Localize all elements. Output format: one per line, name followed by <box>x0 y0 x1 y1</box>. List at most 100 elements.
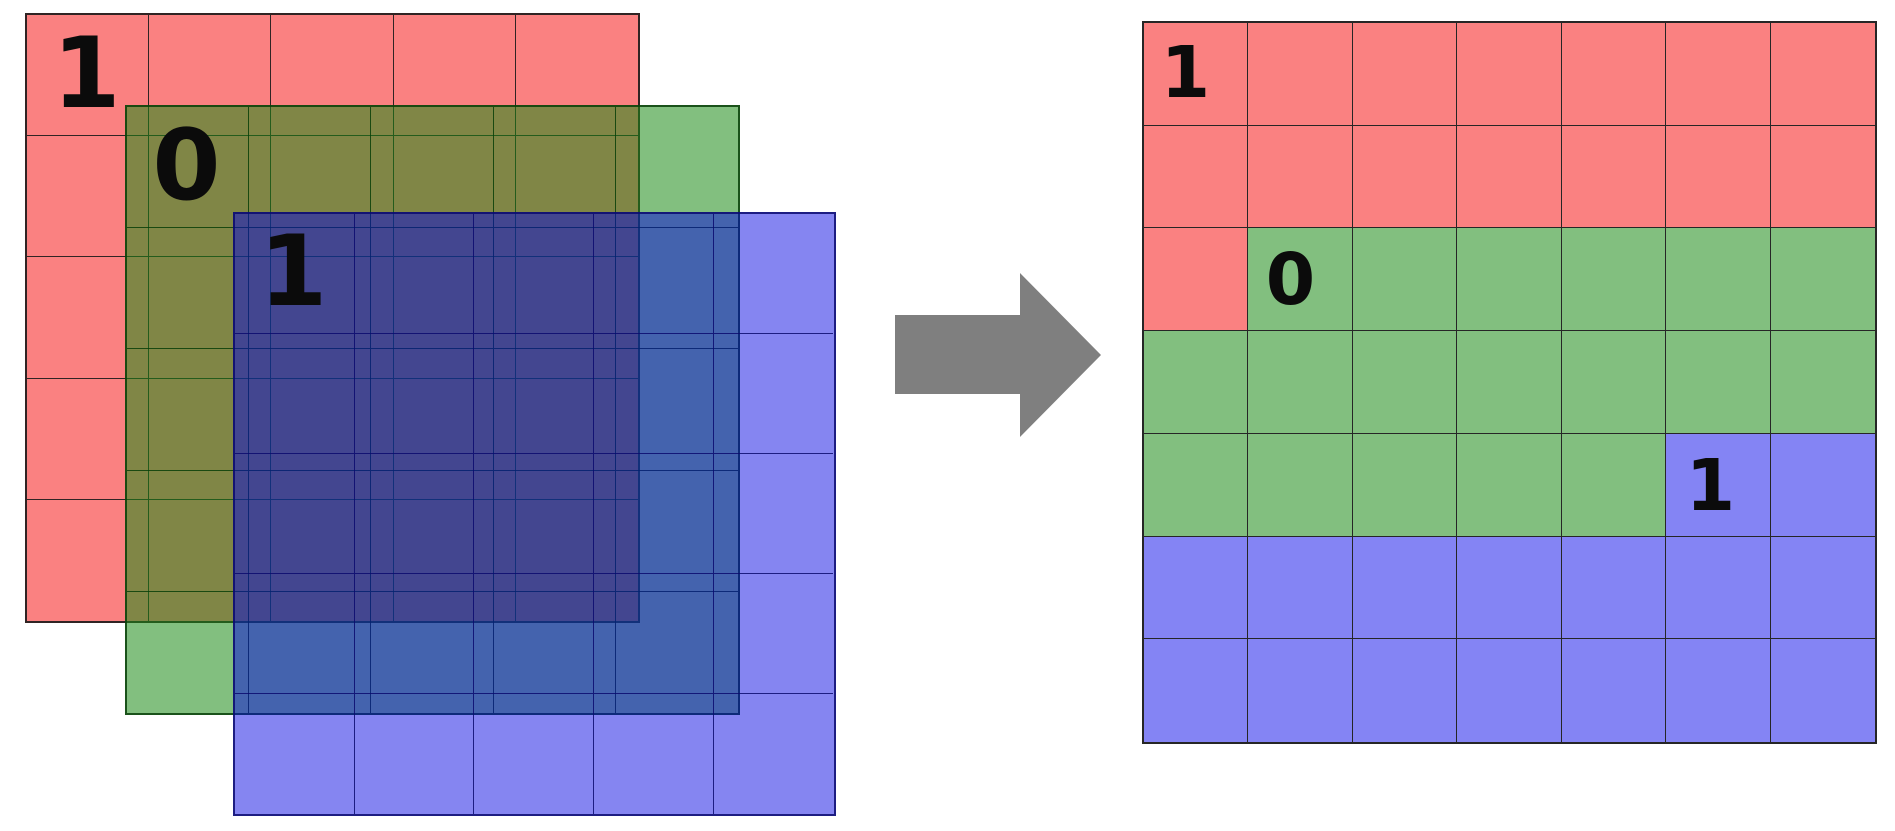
merged-grid-cell <box>1770 433 1875 537</box>
merged-grid-cell <box>1352 23 1458 126</box>
plane-cell <box>494 591 616 713</box>
merged-grid-cell <box>1561 639 1667 743</box>
merged-grid-cell <box>1248 433 1353 537</box>
merged-grid-cell <box>1352 228 1458 332</box>
merged-grid-cell <box>1770 125 1875 229</box>
plane-cell <box>474 694 595 814</box>
merged-grid-cell <box>1457 331 1562 434</box>
merged-grid-cell <box>1144 331 1249 434</box>
plane-cell <box>615 471 738 592</box>
merged-grid-cell <box>1561 433 1667 537</box>
plane-cell <box>474 214 595 334</box>
plane-cell <box>249 228 372 350</box>
merged-grid-cell <box>1352 536 1458 640</box>
plane-cell <box>615 349 738 471</box>
transform-arrow <box>895 273 1101 437</box>
merged-grid-cell <box>1144 23 1249 126</box>
merged-grid-cell <box>1248 331 1353 434</box>
merged-grid-cell <box>1561 228 1667 332</box>
plane-cell <box>493 470 616 592</box>
merged-grid-cell <box>1457 639 1562 743</box>
merged-grid-cell <box>1666 331 1771 434</box>
plane-cell <box>249 107 372 229</box>
plane-cell <box>615 228 738 350</box>
merged-grid-cell <box>1144 433 1249 537</box>
plane-cell <box>713 454 834 574</box>
merged-grid-cell <box>1770 331 1875 434</box>
plane-cell <box>235 454 355 574</box>
merged-grid-cell <box>1666 23 1771 126</box>
merged-grid-cell <box>1144 125 1249 229</box>
merged-grid-cell <box>1248 536 1353 640</box>
merged-grid-cell <box>1457 228 1562 332</box>
merged-grid-cell <box>1457 23 1562 126</box>
plane-cell <box>615 107 738 229</box>
plane-cell <box>127 228 250 350</box>
merged-grid <box>1142 21 1877 745</box>
plane-cell <box>713 334 834 454</box>
plane-cell <box>249 470 372 592</box>
plane-cell <box>127 470 250 592</box>
merged-grid-cell <box>1666 125 1771 229</box>
plane-cell <box>474 454 595 574</box>
merged-grid-cell <box>1248 639 1353 743</box>
merged-grid-cell <box>1352 331 1458 434</box>
merged-grid-cell <box>1352 433 1458 537</box>
plane-cell <box>127 107 250 229</box>
merged-grid-cell <box>1561 125 1667 229</box>
merged-grid-cell <box>1770 639 1875 743</box>
merged-grid-cell <box>1457 433 1562 537</box>
plane-cell <box>354 454 475 574</box>
arrow-shape <box>895 273 1101 437</box>
merged-grid-cell <box>1666 228 1771 332</box>
plane-cell <box>371 591 494 713</box>
plane-cell <box>235 214 355 334</box>
plane-cell <box>714 694 834 814</box>
plane-cell <box>594 454 714 574</box>
plane-cell <box>371 349 494 471</box>
merged-grid-cell <box>1666 536 1771 640</box>
green-plane <box>125 105 740 715</box>
merged-grid-cell <box>1561 23 1667 126</box>
plane-cell <box>594 214 714 334</box>
merged-grid-cell <box>1352 125 1458 229</box>
plane-cell <box>493 107 616 229</box>
merged-grid-cell <box>1561 536 1667 640</box>
merged-grid-cell <box>1144 639 1249 743</box>
plane-cell <box>354 214 475 334</box>
merged-grid-cell <box>1770 23 1875 126</box>
merged-grid-cell <box>1144 228 1249 332</box>
plane-cell <box>249 591 372 713</box>
merged-grid-cell <box>1561 331 1667 434</box>
plane-cell <box>235 694 355 814</box>
plane-cell <box>27 15 150 137</box>
merged-grid-cell <box>1248 23 1353 126</box>
merged-grid-cell <box>1666 433 1771 537</box>
plane-cell <box>249 349 372 471</box>
plane-cell <box>371 470 494 592</box>
merged-grid-cell <box>1457 125 1562 229</box>
merged-grid-cell <box>1248 228 1353 332</box>
plane-cell <box>493 349 616 471</box>
plane-cell <box>371 107 494 229</box>
plane-cell <box>127 591 250 713</box>
merged-grid-cell <box>1666 639 1771 743</box>
plane-cell <box>355 694 475 814</box>
plane-cell <box>713 574 834 694</box>
merged-grid-cell <box>1352 639 1458 743</box>
plane-cell <box>354 334 475 454</box>
plane-cell <box>235 574 355 694</box>
plane-cell <box>235 334 355 454</box>
merged-grid-cell <box>1144 536 1249 640</box>
plane-cell <box>594 694 714 814</box>
plane-cell <box>713 214 834 334</box>
merged-grid-cell <box>1770 228 1875 332</box>
merged-grid-cell <box>1457 536 1562 640</box>
blue-plane <box>233 212 836 816</box>
plane-cell <box>474 574 595 694</box>
merged-grid-cell <box>1248 125 1353 229</box>
plane-cell <box>127 349 250 471</box>
plane-cell <box>474 334 595 454</box>
plane-cell <box>354 574 475 694</box>
